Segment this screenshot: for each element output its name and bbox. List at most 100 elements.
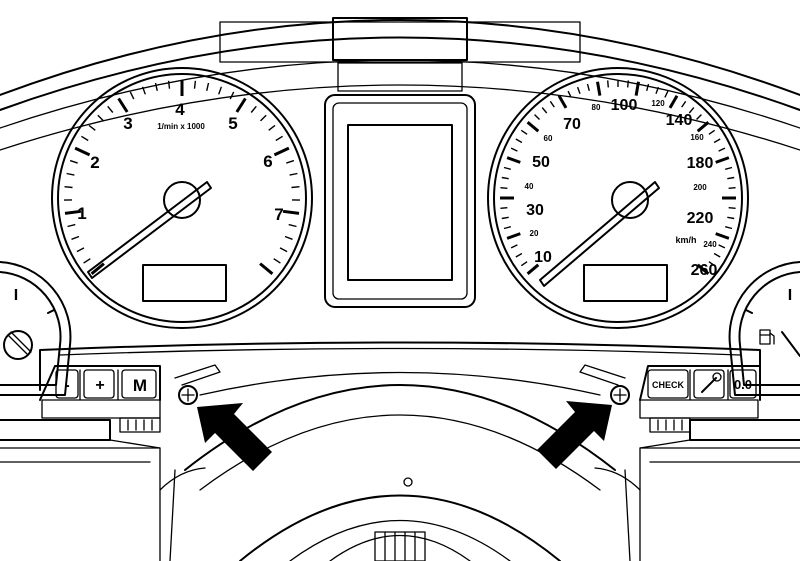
minor-tick	[501, 176, 509, 180]
minor-tick	[289, 172, 298, 176]
center-display	[324, 94, 476, 308]
minor-tick	[229, 91, 235, 100]
check-button[interactable]: CHECK	[647, 369, 689, 399]
tachometer: 1 2 3 4 5 6 7 1/min x 1000	[51, 67, 313, 329]
minor-tick	[713, 138, 721, 144]
speedo-numeral-50: 50	[532, 154, 550, 171]
major-tick	[634, 81, 640, 96]
minor-tick	[727, 216, 735, 220]
minus-button[interactable]: -	[55, 369, 79, 399]
major-tick	[596, 81, 602, 96]
minor-tick	[67, 223, 76, 228]
speedo-numeral-80: 80	[592, 103, 601, 112]
left-gauge-label: I	[14, 287, 18, 304]
minor-tick	[167, 80, 171, 89]
minor-tick	[76, 247, 85, 253]
minor-tick	[725, 166, 733, 170]
minor-tick	[500, 187, 508, 189]
minor-tick	[541, 107, 548, 114]
major-tick	[715, 156, 730, 164]
minor-tick	[681, 100, 687, 108]
tach-numeral-1: 1	[77, 204, 86, 223]
minor-tick	[520, 129, 528, 135]
major-tick	[273, 146, 290, 157]
speedo-numeral-10: 10	[534, 249, 552, 266]
mode-button[interactable]: M	[121, 369, 157, 399]
left-arrow-icon	[197, 403, 272, 471]
minor-tick	[655, 86, 660, 94]
left-mounting-screw	[174, 364, 221, 405]
major-tick	[715, 232, 730, 240]
left-button-panel	[39, 365, 161, 419]
major-tick	[557, 95, 568, 109]
minor-tick	[260, 114, 267, 122]
minor-tick	[627, 80, 629, 88]
right-connector	[649, 417, 691, 433]
minor-tick	[268, 124, 276, 131]
speedo-numeral-160: 160	[690, 133, 704, 142]
minor-tick	[664, 90, 669, 98]
minor-tick	[718, 147, 726, 152]
minor-tick	[288, 223, 297, 228]
major-tick	[526, 121, 540, 133]
speedo-numeral-20: 20	[530, 229, 539, 238]
speedo-numeral-180: 180	[687, 155, 714, 172]
major-tick	[696, 121, 710, 133]
tach-numeral-6: 6	[263, 152, 272, 171]
tach-numeral-7: 7	[274, 205, 283, 224]
minor-tick	[688, 107, 695, 114]
major-tick	[506, 232, 521, 240]
right-gauge-label: I	[788, 287, 792, 304]
tach-numeral-2: 2	[90, 153, 99, 172]
plus-button-label: +	[95, 377, 104, 394]
major-tick	[668, 95, 679, 109]
minor-tick	[88, 124, 96, 131]
minor-tick	[503, 166, 511, 170]
minor-tick	[728, 207, 736, 209]
speedo-numeral-40: 40	[525, 182, 534, 191]
plus-button[interactable]: +	[83, 369, 115, 399]
check-button-label: CHECK	[652, 380, 685, 390]
minor-tick	[567, 90, 572, 98]
speedo-numeral-220: 220	[687, 210, 714, 227]
minor-tick	[83, 258, 91, 264]
speedometer: 10 30 50 70 100 140 180 220 260 20 40 60…	[487, 67, 749, 329]
minor-tick	[510, 147, 518, 152]
minor-tick	[291, 186, 300, 189]
major-tick	[526, 263, 540, 275]
minor-tick	[69, 159, 78, 164]
minor-tick	[500, 207, 508, 209]
major-tick	[282, 209, 300, 215]
tach-numeral-3: 3	[123, 114, 132, 133]
fuel-pump-icon	[759, 329, 775, 345]
service-button[interactable]	[693, 369, 725, 399]
minor-tick	[520, 261, 528, 267]
minor-tick	[250, 105, 257, 113]
minor-tick	[515, 138, 523, 144]
minor-tick	[71, 235, 80, 240]
right-button-panel	[639, 365, 761, 419]
speedo-numeral-120: 120	[651, 99, 665, 108]
major-tick	[235, 97, 247, 113]
minor-tick	[576, 86, 581, 94]
minor-tick	[81, 135, 89, 142]
major-tick	[74, 146, 91, 157]
tach-numeral-5: 5	[228, 114, 237, 133]
speedo-numeral-260: 260	[691, 262, 718, 279]
minor-tick	[534, 114, 540, 120]
minor-tick	[718, 244, 726, 249]
speedo-numeral-30: 30	[526, 202, 544, 219]
minor-tick	[286, 159, 295, 164]
minor-tick	[273, 258, 281, 264]
speedo-numeral-200: 200	[693, 183, 707, 192]
minor-tick	[206, 82, 210, 91]
minor-tick	[66, 172, 75, 176]
minor-tick	[503, 226, 511, 230]
trip-reset-button[interactable]: 0.0	[729, 369, 757, 399]
minor-tick	[725, 226, 733, 230]
right-small-gauge: I	[728, 261, 800, 396]
minor-tick	[284, 235, 293, 240]
tach-numeral-4: 4	[175, 100, 185, 119]
left-connector	[119, 417, 161, 433]
